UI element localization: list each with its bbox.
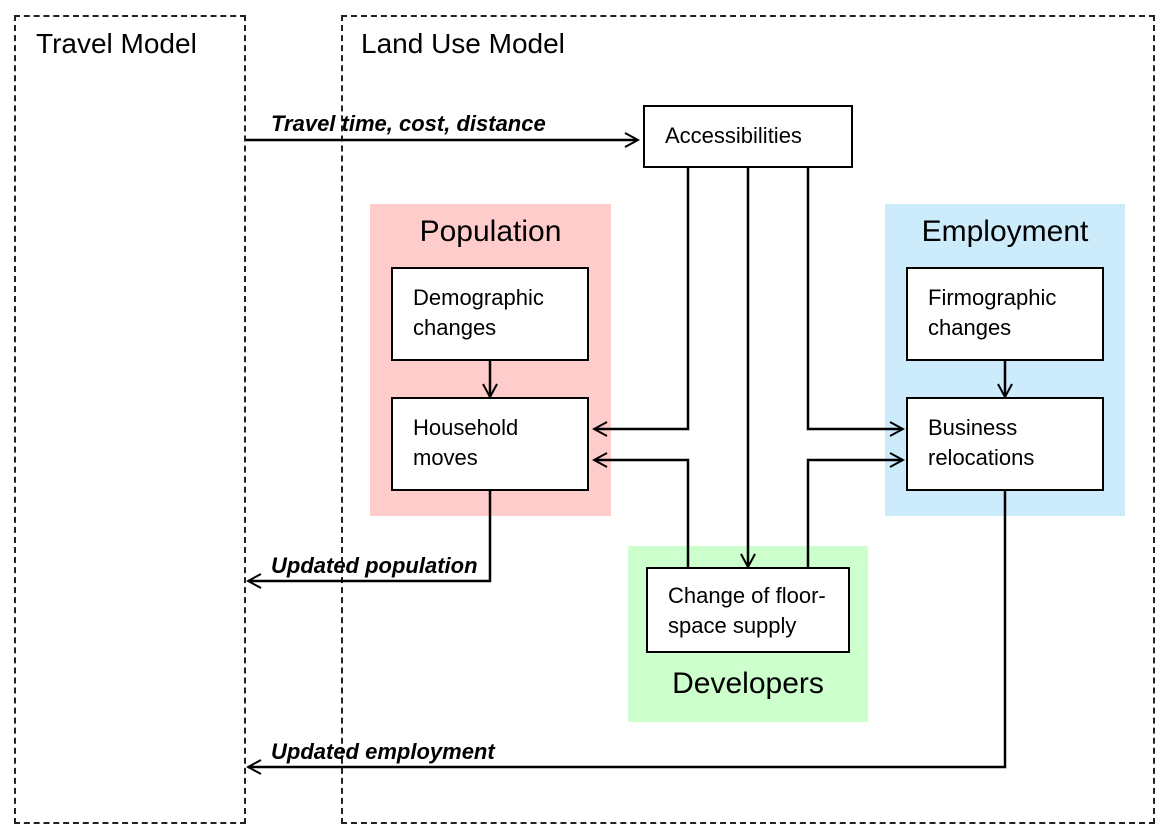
updated-employment-label: Updated employment [271,739,495,764]
floor-space-supply-node: Change of floor- space supply [646,567,850,653]
population-group-title: Population [419,215,562,248]
arrow-accessibilities-to-business [806,168,903,429]
household-moves-label-line1: Household [413,415,519,440]
household-moves-label-line2: moves [413,445,478,470]
arrow-floor-space-to-household [594,460,690,567]
arrow-accessibilities-to-household [594,168,690,429]
firmographic-changes-node: Firmographic changes [906,267,1104,361]
floor-space-supply-label-line1: Change of floor- [668,583,826,608]
employment-group-title: Employment [921,215,1089,248]
travel-model-title: Travel Model [36,28,197,59]
arrow-updated-population [248,491,492,581]
firmographic-changes-label-line2: changes [928,315,1012,340]
land-use-model-frame [341,15,1155,824]
travel-time-label: Travel time, cost, distance [271,111,546,136]
travel-model-frame [14,15,246,824]
business-relocations-label-line1: Business [928,415,1018,440]
demographic-changes-node: Demographic changes [391,267,589,361]
business-relocations-label-line2: relocations [928,445,1035,470]
floor-space-supply-label-line2: space supply [668,613,797,638]
arrow-floor-space-to-business [806,460,903,567]
accessibilities-label: Accessibilities [665,123,802,148]
arrow-updated-employment [248,491,1007,767]
demographic-changes-label-line1: Demographic [413,285,544,310]
developers-group-title: Developers [672,667,824,700]
updated-population-label: Updated population [271,553,478,578]
accessibilities-node: Accessibilities [643,105,853,168]
firmographic-changes-label-line1: Firmographic [928,285,1057,310]
household-moves-node: Household moves [391,397,589,491]
business-relocations-node: Business relocations [906,397,1104,491]
demographic-changes-label-line2: changes [413,315,497,340]
land-use-model-title: Land Use Model [361,28,565,59]
